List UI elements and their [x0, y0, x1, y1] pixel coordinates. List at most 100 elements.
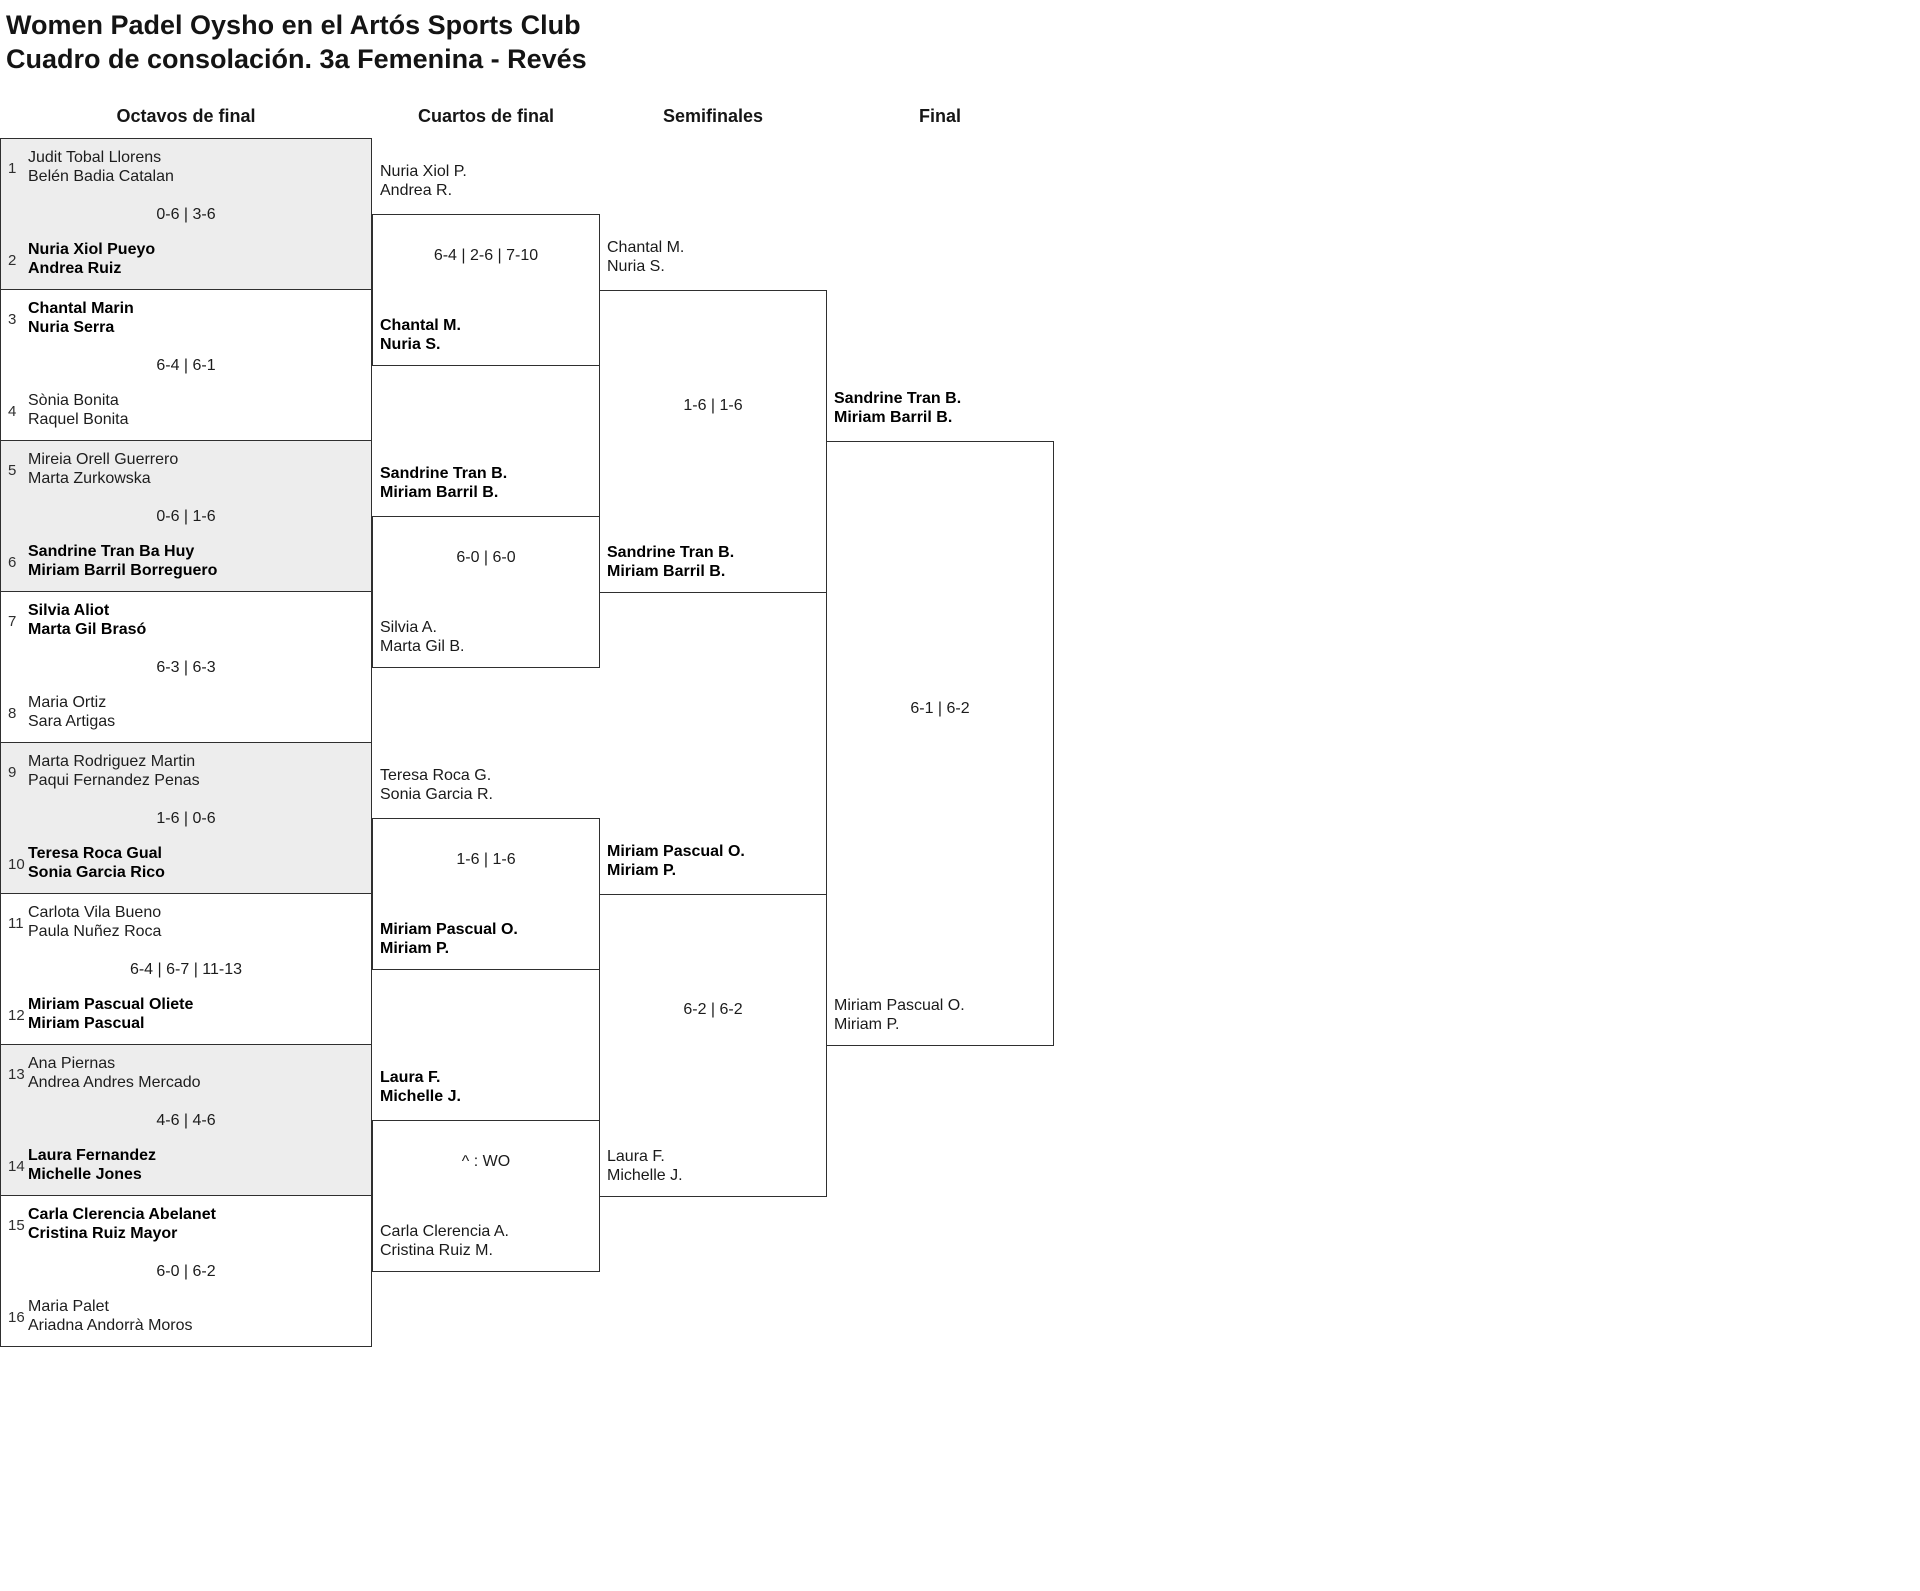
- team-entry: Ana Piernas Andrea Andres Mercado: [1, 1054, 371, 1092]
- player-name: Miriam Pascual O.: [607, 843, 745, 860]
- bracket-subtitle: Cuadro de consolación. 3a Femenina - Rev…: [6, 44, 587, 74]
- match-octavos-3: 5 Mireia Orell Guerrero Marta Zurkowska …: [0, 440, 372, 592]
- seed-number: 9: [8, 763, 17, 781]
- match-score: 1-6 | 1-6: [683, 397, 743, 414]
- team-slot: 3 Chantal Marin Nuria Serra: [1, 299, 371, 339]
- team-entry: Silvia Aliot Marta Gil Brasó: [1, 601, 371, 639]
- match-octavos-5: 9 Marta Rodriguez Martin Paqui Fernandez…: [0, 742, 372, 894]
- player-name: Ana Piernas: [28, 1055, 116, 1072]
- seed-number: 4: [8, 402, 17, 420]
- team-slot: 13 Ana Piernas Andrea Andres Mercado: [1, 1054, 371, 1094]
- player-name: Miriam P.: [607, 862, 677, 879]
- player-name: Carlota Vila Bueno: [28, 904, 162, 921]
- team-entry: Miriam Pascual Oliete Miriam Pascual: [1, 995, 371, 1033]
- player-name: Carla Clerencia A.: [380, 1223, 509, 1240]
- seed-number: 3: [8, 310, 17, 328]
- team-slot: 5 Mireia Orell Guerrero Marta Zurkowska: [1, 450, 371, 490]
- player-name: Chantal M.: [607, 239, 685, 256]
- team-entry: Carlota Vila Bueno Paula Nuñez Roca: [1, 903, 371, 941]
- seed-number: 15: [8, 1216, 25, 1234]
- player-name: Paula Nuñez Roca: [28, 923, 162, 940]
- player-name: Sonia Garcia Rico: [28, 864, 165, 881]
- player-name: Sandrine Tran B.: [380, 465, 508, 482]
- match-score: 6-2 | 6-2: [683, 1001, 743, 1018]
- match-octavos-8: 15 Carla Clerencia Abelanet Cristina Rui…: [0, 1195, 372, 1347]
- match-score: 6-4 | 6-7 | 11-13: [129, 961, 243, 978]
- player-name: Sandrine Tran Ba Huy: [28, 543, 195, 560]
- match-score: 0-6 | 1-6: [156, 508, 216, 525]
- match-final: Sandrine Tran B. Miriam Barril B. 6-1 | …: [826, 390, 1054, 1046]
- team-slot: 4 Sònia Bonita Raquel Bonita: [1, 391, 371, 431]
- column-header-octavos: Octavos de final: [116, 106, 256, 126]
- seed-number: 5: [8, 461, 17, 479]
- seed-number: 2: [8, 251, 17, 269]
- match-octavos-7: 13 Ana Piernas Andrea Andres Mercado 4-6…: [0, 1044, 372, 1196]
- player-name: Sandrine Tran B.: [834, 390, 962, 407]
- team-slot: 10 Teresa Roca Gual Sonia Garcia Rico: [1, 844, 371, 884]
- player-name: Silvia A.: [380, 619, 437, 636]
- match-cuartos-4: Laura F. Michelle J. ^ : WO Carla Cleren…: [372, 1069, 600, 1272]
- seed-number: 14: [8, 1157, 25, 1175]
- player-name: Miriam P.: [834, 1016, 900, 1033]
- player-name: Michelle J.: [607, 1167, 683, 1184]
- player-name: Andrea R.: [380, 182, 453, 199]
- match-score: 6-1 | 6-2: [910, 700, 970, 717]
- seed-number: 12: [8, 1006, 25, 1024]
- team-entry: Sandrine Tran Ba Huy Miriam Barril Borre…: [1, 542, 371, 580]
- player-name: Nuria Xiol P.: [380, 163, 467, 180]
- team-entry: Teresa Roca G. Sonia Garcia R.: [380, 766, 493, 804]
- column-header-cuartos: Cuartos de final: [417, 106, 555, 126]
- column-header-final: Final: [918, 106, 961, 126]
- player-name: Miriam Pascual Oliete: [28, 996, 194, 1013]
- seed-number: 13: [8, 1065, 25, 1083]
- team-slot: 1 Judit Tobal Llorens Belén Badia Catala…: [1, 148, 371, 188]
- match-score: 6-4 | 6-1: [156, 357, 216, 374]
- team-entry: Miriam Pascual O. Miriam P.: [380, 920, 518, 958]
- seed-number: 7: [8, 612, 17, 630]
- team-entry: Miriam Pascual O. Miriam P.: [834, 996, 965, 1034]
- match-cuartos-2: Sandrine Tran B. Miriam Barril B. 6-0 | …: [372, 465, 600, 668]
- player-name: Laura F.: [380, 1069, 441, 1086]
- player-name: Miriam Pascual O.: [380, 921, 518, 938]
- match-semifinal-1: Chantal M. Nuria S. 1-6 | 1-6 Sandrine T…: [599, 239, 827, 593]
- player-name: Miriam Barril B.: [380, 484, 499, 501]
- team-entry: Maria Ortiz Sara Artigas: [1, 693, 371, 731]
- team-entry: Maria Palet Ariadna Andorrà Moros: [1, 1297, 371, 1335]
- team-slot: 11 Carlota Vila Bueno Paula Nuñez Roca: [1, 903, 371, 943]
- match-score: 6-3 | 6-3: [156, 659, 216, 676]
- team-entry: Chantal M. Nuria S.: [380, 316, 461, 354]
- player-name: Andrea Ruiz: [28, 260, 122, 277]
- player-name: Miriam P.: [380, 940, 450, 957]
- player-name: Laura Fernandez: [28, 1147, 157, 1164]
- column-header-semifinales: Semifinales: [662, 106, 764, 126]
- team-entry: Nuria Xiol Pueyo Andrea Ruiz: [1, 240, 371, 278]
- player-name: Sandrine Tran B.: [607, 544, 735, 561]
- player-name: Maria Ortiz: [28, 694, 107, 711]
- match-score: 1-6 | 1-6: [456, 851, 516, 868]
- team-entry: Teresa Roca Gual Sonia Garcia Rico: [1, 844, 371, 882]
- match-score: 1-6 | 0-6: [156, 810, 216, 827]
- team-entry: Chantal Marin Nuria Serra: [1, 299, 371, 337]
- player-name: Marta Gil Brasó: [28, 621, 147, 638]
- team-entry: Sònia Bonita Raquel Bonita: [1, 391, 371, 429]
- team-slot: 2 Nuria Xiol Pueyo Andrea Ruiz: [1, 240, 371, 280]
- player-name: Nuria Serra: [28, 319, 115, 336]
- team-entry: Carla Clerencia Abelanet Cristina Ruiz M…: [1, 1205, 371, 1243]
- player-name: Sonia Garcia R.: [380, 786, 493, 803]
- seed-number: 16: [8, 1308, 25, 1326]
- team-slot: 15 Carla Clerencia Abelanet Cristina Rui…: [1, 1205, 371, 1245]
- match-semifinal-2: Miriam Pascual O. Miriam P. 6-2 | 6-2 La…: [599, 843, 827, 1197]
- match-cuartos-1: Nuria Xiol P. Andrea R. 6-4 | 2-6 | 7-10…: [372, 163, 600, 366]
- player-name: Cristina Ruiz Mayor: [28, 1225, 178, 1242]
- seed-number: 11: [8, 914, 24, 932]
- player-name: Miriam Barril B.: [607, 563, 726, 580]
- team-entry: Judit Tobal Llorens Belén Badia Catalan: [1, 148, 371, 186]
- player-name: Ariadna Andorrà Moros: [28, 1317, 193, 1334]
- seed-number: 1: [8, 159, 17, 177]
- player-name: Chantal M.: [380, 317, 461, 334]
- team-slot: 14 Laura Fernandez Michelle Jones: [1, 1146, 371, 1186]
- player-name: Mireia Orell Guerrero: [28, 451, 179, 468]
- seed-number: 10: [8, 855, 25, 873]
- player-name: Chantal Marin: [28, 300, 134, 317]
